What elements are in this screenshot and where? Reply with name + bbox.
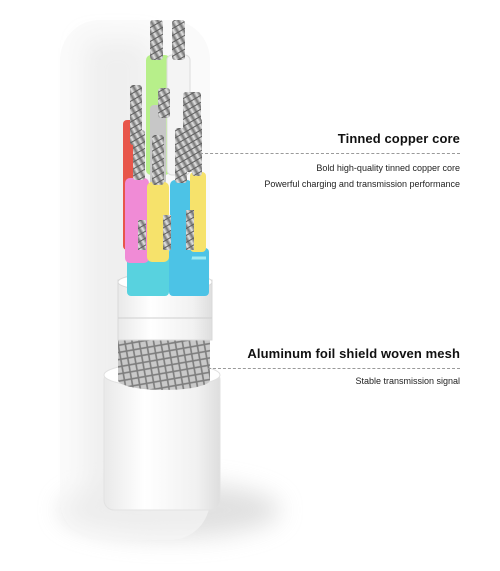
callout-core-desc: Bold high-quality tinned copper core Pow… — [264, 160, 460, 192]
callout-shield-desc: Stable transmission signal — [247, 373, 460, 389]
shield-mesh — [118, 335, 210, 390]
callout-shield: Aluminum foil shield woven mesh Stable t… — [247, 346, 460, 389]
wire-inner-strands — [138, 210, 194, 250]
callout-shield-title: Aluminum foil shield woven mesh — [247, 346, 460, 361]
callout-core-line: Powerful charging and transmission perfo… — [264, 179, 460, 189]
leader-line-core — [200, 153, 460, 154]
callout-core: Tinned copper core Bold high-quality tin… — [264, 131, 460, 192]
callout-core-title: Tinned copper core — [337, 131, 460, 146]
leader-line-shield — [208, 368, 460, 369]
callout-shield-line: Stable transmission signal — [355, 376, 460, 386]
callout-core-line: Bold high-quality tinned copper core — [316, 163, 460, 173]
